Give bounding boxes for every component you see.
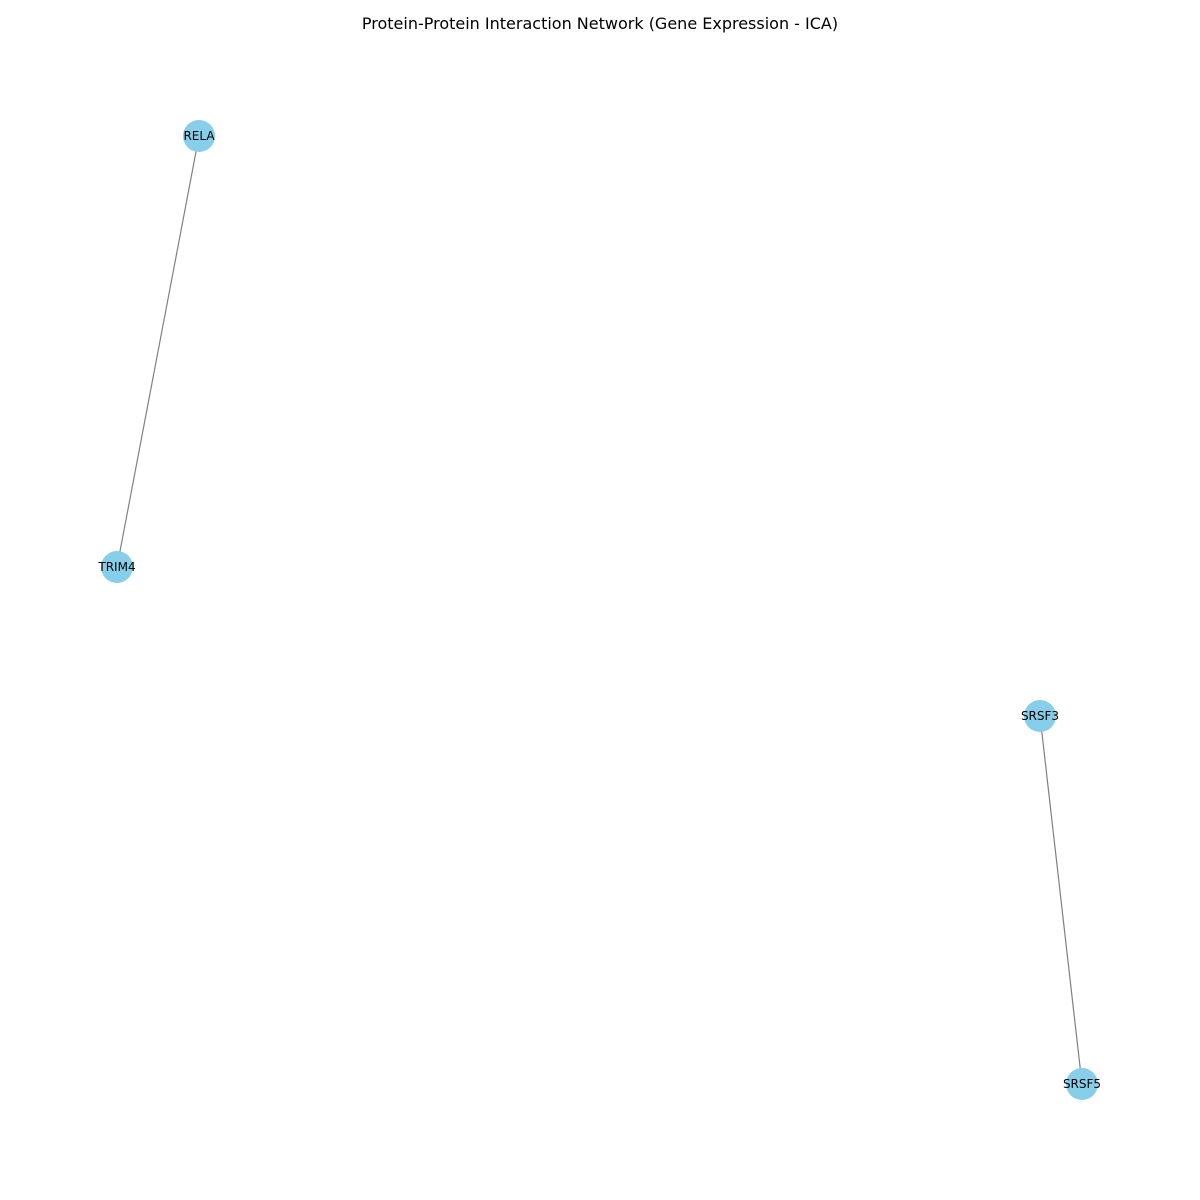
figure-title: Protein-Protein Interaction Network (Gen…	[362, 14, 838, 33]
node-label: RELA	[183, 129, 215, 143]
node-trim4: TRIM4	[97, 551, 136, 583]
node-srsf3: SRSF3	[1021, 700, 1059, 732]
node-rela: RELA	[183, 120, 215, 152]
node-label: TRIM4	[97, 560, 135, 574]
node-label: SRSF3	[1021, 709, 1059, 723]
node-circle	[183, 120, 215, 152]
node-circle	[101, 551, 133, 583]
edges-layer	[116, 135, 1083, 1085]
node-circle	[1066, 1068, 1098, 1100]
edge-rela-trim4	[116, 135, 200, 568]
node-circle	[1024, 700, 1056, 732]
node-srsf5: SRSF5	[1063, 1068, 1101, 1100]
edge-srsf3-srsf5	[1039, 715, 1083, 1085]
node-label: SRSF5	[1063, 1077, 1101, 1091]
